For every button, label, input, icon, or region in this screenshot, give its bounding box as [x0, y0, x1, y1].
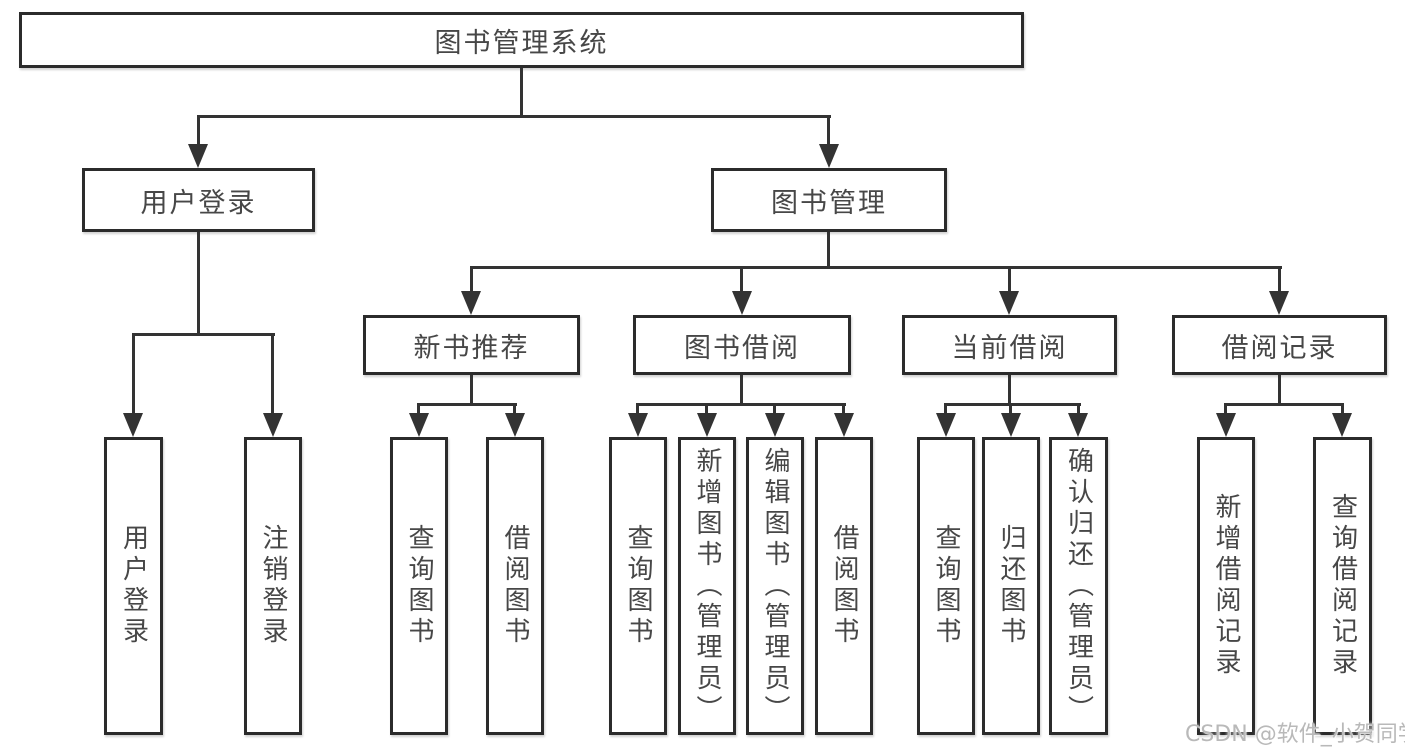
leaf-user-login-label: 用户登录 — [118, 524, 149, 648]
connector-vline — [417, 403, 420, 415]
connector-vline — [773, 403, 776, 415]
node-book-management-label: 图书管理 — [771, 187, 887, 219]
connector-hline — [132, 333, 275, 336]
connector-vline — [740, 375, 743, 405]
connector-vline — [827, 115, 830, 145]
arrowhead-down-icon — [819, 144, 839, 168]
csdn-watermark: CSDN @软件_小贺同学 — [1185, 722, 1405, 747]
connector-hline — [636, 403, 846, 406]
leaf-add-book-admin: 新增图书（管理员） — [678, 437, 736, 735]
connector-vline — [1278, 266, 1281, 293]
leaf-current-query-books-label: 查询图书 — [931, 524, 961, 648]
leaf-add-book-admin-label: 新增图书（管理员） — [692, 446, 722, 726]
connector-vline — [197, 232, 200, 335]
node-user-login-label: 用户登录 — [140, 187, 257, 219]
arrowhead-down-icon — [1216, 413, 1236, 437]
arrowhead-down-icon — [1068, 413, 1088, 437]
connector-hline — [944, 403, 1081, 406]
connector-vline — [636, 403, 639, 415]
arrowhead-down-icon — [834, 413, 854, 437]
arrowhead-down-icon — [936, 413, 956, 437]
leaf-add-borrow-record-label: 新增借阅记录 — [1211, 493, 1241, 679]
leaf-edit-book-admin: 编辑图书（管理员） — [746, 437, 804, 735]
leaf-query-borrow-record-label: 查询借阅记录 — [1327, 493, 1358, 679]
leaf-newbook-query-books: 查询图书 — [390, 437, 448, 735]
connector-vline — [842, 403, 845, 415]
connector-vline — [1008, 375, 1011, 405]
arrowhead-down-icon — [1332, 413, 1352, 437]
node-root-label: 图书管理系统 — [434, 27, 609, 59]
arrowhead-down-icon — [188, 144, 208, 168]
arrowhead-down-icon — [123, 413, 143, 437]
leaf-borrow-books: 借阅图书 — [815, 437, 873, 735]
connector-hline — [1224, 403, 1344, 406]
arrowhead-down-icon — [1269, 291, 1289, 315]
leaf-newbook-query-books-label: 查询图书 — [404, 524, 434, 648]
leaf-return-book: 归还图书 — [982, 437, 1040, 735]
node-new-book-recommend-label: 新书推荐 — [413, 332, 530, 364]
connector-vline — [470, 375, 473, 405]
leaf-confirm-return-admin-label: 确认归还（管理员） — [1063, 446, 1094, 726]
connector-vline — [705, 403, 708, 415]
node-book-borrow: 图书借阅 — [633, 315, 851, 375]
leaf-confirm-return-admin: 确认归还（管理员） — [1049, 437, 1108, 735]
leaf-logout: 注销登录 — [244, 437, 302, 735]
connector-vline — [1008, 266, 1011, 293]
connector-vline — [827, 232, 830, 269]
connector-vline — [271, 333, 274, 415]
node-book-management: 图书管理 — [711, 168, 947, 232]
leaf-newbook-borrow-books: 借阅图书 — [486, 437, 544, 735]
node-root: 图书管理系统 — [19, 12, 1024, 68]
leaf-current-query-books: 查询图书 — [917, 437, 975, 735]
leaf-query-borrow-record: 查询借阅记录 — [1313, 437, 1372, 735]
node-borrow-records-label: 借阅记录 — [1221, 332, 1338, 364]
leaf-borrow-query-books-label: 查询图书 — [623, 524, 653, 648]
node-new-book-recommend: 新书推荐 — [363, 315, 580, 375]
leaf-borrow-query-books: 查询图书 — [609, 437, 667, 735]
leaf-edit-book-admin-label: 编辑图书（管理员） — [760, 446, 790, 726]
node-current-borrow: 当前借阅 — [902, 315, 1117, 375]
arrowhead-down-icon — [505, 413, 525, 437]
node-borrow-records: 借阅记录 — [1172, 315, 1387, 375]
arrowhead-down-icon — [697, 413, 717, 437]
arrowhead-down-icon — [765, 413, 785, 437]
connector-hline — [470, 266, 1282, 269]
connector-vline — [1224, 403, 1227, 415]
connector-hline — [417, 403, 517, 406]
leaf-borrow-books-label: 借阅图书 — [829, 524, 859, 648]
arrowhead-down-icon — [461, 291, 481, 315]
arrowhead-down-icon — [628, 413, 648, 437]
connector-vline — [1077, 403, 1080, 415]
connector-vline — [132, 333, 135, 415]
leaf-logout-label: 注销登录 — [258, 524, 288, 648]
leaf-return-book-label: 归还图书 — [996, 524, 1026, 648]
arrowhead-down-icon — [999, 291, 1019, 315]
arrowhead-down-icon — [732, 291, 752, 315]
leaf-user-login: 用户登录 — [104, 437, 163, 735]
arrowhead-down-icon — [263, 413, 283, 437]
connector-vline — [944, 403, 947, 415]
leaf-add-borrow-record: 新增借阅记录 — [1197, 437, 1255, 735]
connector-vline — [1341, 403, 1344, 415]
connector-vline — [520, 68, 523, 118]
connector-vline — [513, 403, 516, 415]
connector-vline — [197, 115, 200, 145]
connector-vline — [1278, 375, 1281, 405]
node-book-borrow-label: 图书借阅 — [684, 332, 800, 364]
arrowhead-down-icon — [409, 413, 429, 437]
leaf-newbook-borrow-books-label: 借阅图书 — [500, 524, 530, 648]
connector-hline — [197, 115, 831, 118]
arrowhead-down-icon — [1001, 413, 1021, 437]
connector-vline — [470, 266, 473, 293]
connector-vline — [1009, 403, 1012, 415]
connector-vline — [740, 266, 743, 293]
node-user-login: 用户登录 — [82, 168, 315, 232]
node-current-borrow-label: 当前借阅 — [951, 332, 1068, 364]
